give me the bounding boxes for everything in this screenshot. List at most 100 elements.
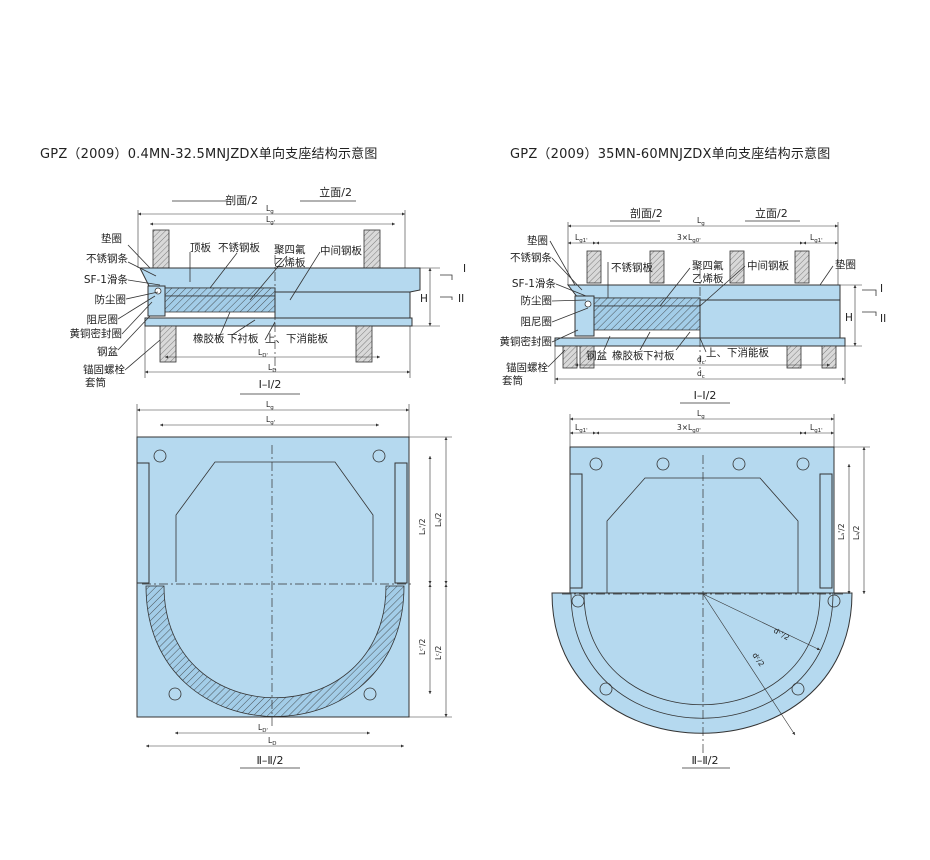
right-section-1-label: I–I/2 xyxy=(694,389,717,402)
left-elevation-half-label: 立面/2 xyxy=(319,185,352,199)
right-callout-dust-ring: 防尘圈 xyxy=(521,294,553,307)
left-plan-dim-ld2: LD' xyxy=(258,723,268,734)
right-seal-ring xyxy=(584,300,592,308)
right-bolt-hole-8 xyxy=(791,682,805,696)
right-upper-bolt-3 xyxy=(729,250,745,284)
right-callout-liner: 下衬板 xyxy=(643,349,675,362)
right-plan-dim-lg: Lg xyxy=(697,409,705,420)
right-diagram-title: GPZ（2009）35MN-60MNJZDX单向支座结构示意图 xyxy=(510,147,831,162)
right-callout-ss-plate: 不锈钢板 xyxy=(611,261,653,274)
right-plan-dim-lg1: Lg1' xyxy=(575,423,588,434)
right-lower-bolt-1 xyxy=(562,345,578,369)
right-bolt-hole-4 xyxy=(796,457,810,471)
right-callout-anchor-bolt: 锚固螺栓 xyxy=(506,361,548,374)
left-ptfe-layer xyxy=(159,287,276,297)
left-plan-dim-lg: Lg xyxy=(266,400,274,411)
left-callout-pad-ring: 垫圈 xyxy=(101,232,122,245)
left-lower-bolt-1 xyxy=(159,325,177,363)
left-callout-steel-pot: 钢盆 xyxy=(97,345,118,358)
right-dim-h: H xyxy=(845,312,853,324)
right-section-2-label: Ⅱ–Ⅱ/2 xyxy=(691,754,718,767)
left-plan-dim-lg2: Lg' xyxy=(266,415,275,426)
left-side-rail-2 xyxy=(394,462,408,584)
left-bolt-hole-1 xyxy=(153,449,167,463)
left-dim-h: H xyxy=(420,293,428,305)
right-bolt-hole-3 xyxy=(732,457,746,471)
left-bolt-hole-2 xyxy=(372,449,386,463)
left-bottom-plate xyxy=(144,317,413,327)
right-bolt-hole-7 xyxy=(599,682,613,696)
right-half-round-pot xyxy=(551,592,853,734)
left-mark-1: I xyxy=(463,263,466,275)
left-diagram-title: GPZ（2009）0.4MN-32.5MNJZDX单向支座结构示意图 xyxy=(40,147,378,162)
left-callout-energy: 上、下消能板 xyxy=(265,332,328,345)
left-dim-ld: LD xyxy=(268,363,276,374)
left-upper-bolt-1 xyxy=(152,229,170,271)
right-lower-bolt-4 xyxy=(821,345,837,369)
left-bolt-hole-4 xyxy=(363,687,377,701)
left-callout-dust-ring: 防尘圈 xyxy=(95,293,127,306)
right-pot-elevation xyxy=(699,299,841,339)
left-side-rail-1 xyxy=(136,462,150,584)
right-ptfe-layer xyxy=(589,297,701,307)
left-callout-ptfe2: 乙烯板 xyxy=(274,256,306,269)
left-section-2-label: Ⅱ–Ⅱ/2 xyxy=(256,754,283,767)
left-mark-2: II xyxy=(458,293,464,305)
left-dim-lg2: Lg' xyxy=(266,215,275,226)
left-dim-lg: Lg xyxy=(266,204,274,215)
right-dim-lg1b: Lg1' xyxy=(810,233,823,244)
left-lower-bolt-2 xyxy=(355,325,373,363)
left-callout-damping-ring: 阻尼圈 xyxy=(87,314,119,326)
right-bolt-hole-5 xyxy=(571,594,585,608)
right-dim-dc: dc xyxy=(697,369,705,380)
left-callout-sf1-strip: SF-1滑条 xyxy=(84,273,129,286)
right-plan-view xyxy=(551,414,870,769)
left-callout-sleeve: 套筒 xyxy=(85,376,106,389)
right-bolt-hole-2 xyxy=(656,457,670,471)
left-upper-bolt-2 xyxy=(363,229,381,271)
right-bolt-hole-6 xyxy=(827,594,841,608)
left-callout-liner: 下衬板 xyxy=(227,332,259,345)
right-bolt-hole-1 xyxy=(589,457,603,471)
left-callout-ptfe: 聚四氟 xyxy=(274,243,306,256)
left-callout-top-plate: 顶板 xyxy=(190,241,211,254)
right-upper-bolt-1 xyxy=(586,250,602,284)
right-dim-lg1: Lg1' xyxy=(575,233,588,244)
right-callout-mid-plate: 中间钢板 xyxy=(747,259,789,272)
right-callout-steel-pot: 钢盆 xyxy=(586,349,607,362)
left-plan-view xyxy=(136,404,452,769)
left-callout-rubber: 橡胶板 xyxy=(193,332,225,345)
left-section-view xyxy=(117,200,453,395)
right-dim-lg0: 3×Lg0' xyxy=(677,233,701,244)
left-callout-mid-plate: 中间钢板 xyxy=(320,244,362,257)
right-plan-plate xyxy=(569,446,835,594)
left-seal-ring xyxy=(154,287,162,295)
right-middle-plate xyxy=(593,305,701,331)
right-side-rail-2 xyxy=(819,473,833,589)
left-plan-dim-ld: LD xyxy=(268,736,276,747)
left-callout-ss-strip: 不锈钢条 xyxy=(86,252,128,265)
right-dim-lg: Lg xyxy=(697,216,705,227)
right-side-rail-1 xyxy=(569,473,583,589)
left-middle-plate xyxy=(164,295,276,313)
right-lower-bolt-3 xyxy=(786,345,802,369)
right-callout-pad-ring-r: 垫圈 xyxy=(835,258,856,271)
left-callout-ss-plate: 不锈钢板 xyxy=(218,241,260,254)
right-mark-1: I xyxy=(880,283,883,295)
right-callout-ss-strip: 不锈钢条 xyxy=(510,251,552,264)
right-callout-sleeve: 套筒 xyxy=(502,374,523,387)
left-bolt-hole-3 xyxy=(168,687,182,701)
left-plan-dim-lc: Lᶜ/2 xyxy=(434,646,443,660)
left-section-1-label: I–I/2 xyxy=(259,378,282,391)
left-plan-dim-la: Lₐ/2 xyxy=(434,512,443,527)
left-plan-dim-lc2: Lᶜ'/2 xyxy=(418,638,427,655)
right-plan-dim-lg0: 3×Lg0' xyxy=(677,423,701,434)
right-mark-2: II xyxy=(880,313,886,325)
right-callout-sf1-strip: SF-1滑条 xyxy=(512,277,557,290)
right-callout-ptfe2: 乙烯板 xyxy=(692,272,724,285)
right-callout-rubber: 橡胶板 xyxy=(612,349,644,362)
right-callout-brass-seal: 黄铜密封圈 xyxy=(500,335,553,348)
right-callout-pad-ring: 垫圈 xyxy=(527,234,548,247)
left-hatched-arc xyxy=(145,585,405,717)
